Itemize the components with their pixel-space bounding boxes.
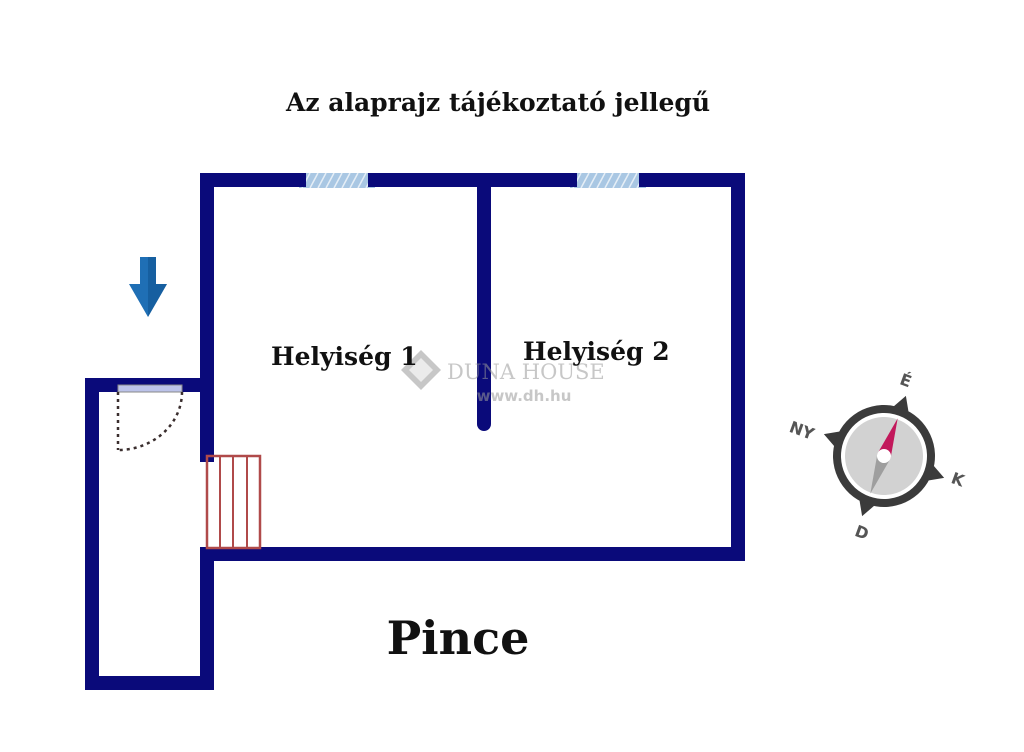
main-walls: [85, 173, 745, 690]
watermark: DUNA HOUSE www.dh.hu: [401, 350, 605, 405]
compass-icon: [823, 395, 945, 517]
entrance-arrow-icon: [129, 257, 167, 317]
compass-east-label: K: [949, 468, 968, 490]
stairs: [205, 454, 262, 550]
watermark-url: www.dh.hu: [477, 387, 572, 405]
compass-west-label: NY: [787, 417, 817, 444]
floor-label: Pince: [387, 611, 530, 665]
corridor-door: [116, 384, 184, 452]
window-right: [570, 172, 646, 189]
compass-north-label: É: [897, 370, 914, 392]
compass-south-label: D: [852, 521, 871, 543]
window-left: [299, 172, 375, 189]
disclaimer-title: Az alaprajz tájékoztató jellegű: [285, 88, 710, 117]
watermark-brand: DUNA HOUSE: [447, 360, 605, 384]
room-label-1: Helyiség 1: [271, 342, 418, 371]
room-label-2: Helyiség 2: [523, 337, 670, 366]
duna-house-logo-icon: [401, 350, 441, 390]
